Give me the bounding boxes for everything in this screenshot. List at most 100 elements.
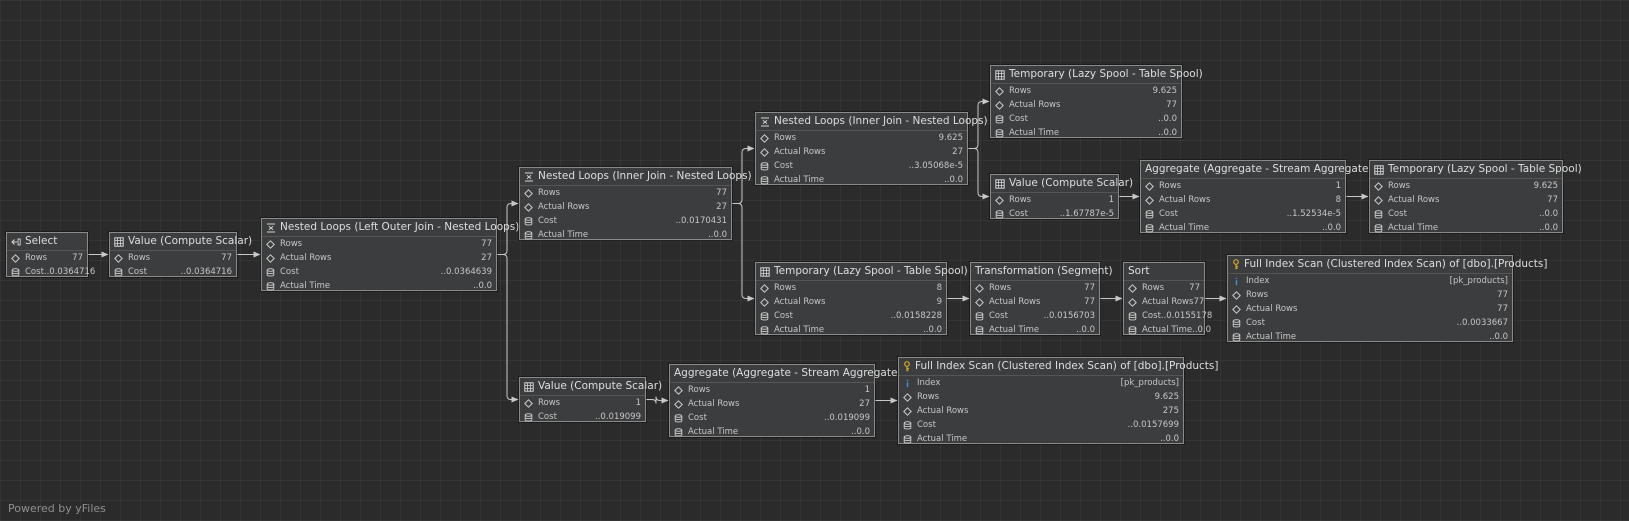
property-value: 9 xyxy=(936,297,942,307)
node-title: Value (Compute Scalar) xyxy=(991,175,1133,193)
property-label: Actual Rows xyxy=(917,406,969,416)
plan-node[interactable]: Aggregate (Aggregate - Stream Aggregate)… xyxy=(1140,160,1373,233)
property-label: Cost xyxy=(1009,114,1028,124)
property-value: 275 xyxy=(1162,406,1179,416)
database-icon xyxy=(266,281,275,291)
key-icon xyxy=(1232,259,1240,270)
diamond-icon xyxy=(1145,181,1154,191)
property-label: Actual Rows xyxy=(989,297,1041,307)
property-label: Actual Time xyxy=(1388,223,1439,233)
node-property-row: Index[pk_products] xyxy=(899,376,1183,390)
property-value: ..0.0 xyxy=(1076,325,1095,335)
property-value: 77 xyxy=(72,253,83,263)
diamond-icon xyxy=(674,399,683,409)
index-icon xyxy=(903,379,912,388)
diamond-icon xyxy=(995,86,1004,96)
property-label: Rows xyxy=(1009,195,1032,205)
property-label: Rows xyxy=(774,133,797,143)
database-icon xyxy=(903,420,912,430)
plan-node[interactable]: Temporary (Lazy Spool - Table Spool)Rows… xyxy=(755,262,968,337)
node-property-row: Cost ..0.0157699 xyxy=(899,418,1183,432)
plan-node[interactable]: Nested Loops (Inner Join - Nested Loops)… xyxy=(755,112,988,187)
diamond-icon xyxy=(1374,181,1383,191)
property-label: Cost xyxy=(1159,209,1178,219)
property-value: 27 xyxy=(716,202,727,212)
plan-node[interactable]: Full Index Scan (Clustered Index Scan) o… xyxy=(1227,255,1547,342)
node-title: Nested Loops (Left Outer Join - Nested L… xyxy=(262,219,519,237)
property-label: Cost xyxy=(25,267,44,277)
property-value: ..0.0157699 xyxy=(1127,420,1179,430)
database-icon xyxy=(975,325,984,335)
database-icon xyxy=(1145,223,1154,233)
property-value: 1 xyxy=(635,398,641,408)
select-icon xyxy=(11,237,21,247)
nested-loops-icon xyxy=(524,172,534,182)
property-label: Actual Time xyxy=(1159,223,1210,233)
property-label: Rows xyxy=(688,385,711,395)
plan-node[interactable]: Nested Loops (Inner Join - Nested Loops)… xyxy=(519,167,752,240)
database-icon xyxy=(760,161,769,171)
node-property-row: Cost..0.019099 xyxy=(520,410,645,424)
node-property-row: Cost..0.0 xyxy=(991,112,1181,126)
property-value: ..0.0033667 xyxy=(1456,318,1508,328)
node-title: Full Index Scan (Clustered Index Scan) o… xyxy=(899,358,1218,376)
property-value: ..0.0 xyxy=(1539,209,1558,219)
property-label: Rows xyxy=(538,398,561,408)
property-label: Rows xyxy=(989,283,1012,293)
database-icon xyxy=(760,325,769,335)
property-label: Actual Time xyxy=(917,434,968,444)
plan-node[interactable]: Full Index Scan (Clustered Index Scan) o… xyxy=(898,357,1218,444)
property-value: ..0.0 xyxy=(1158,128,1177,138)
table-icon xyxy=(114,236,124,247)
plan-node[interactable]: Temporary (Lazy Spool - Table Spool)Rows… xyxy=(990,65,1203,140)
node-property-row: Rows 77 xyxy=(1228,288,1512,302)
plan-node[interactable]: Aggregate (Aggregate - Stream Aggregate)… xyxy=(669,364,902,437)
property-value: ..3.05068e-5 xyxy=(908,161,963,171)
property-value: 77 xyxy=(1497,290,1508,300)
property-value: 77 xyxy=(716,188,727,198)
table-icon xyxy=(995,69,1005,80)
node-property-row: Actual Time..0.0 xyxy=(991,126,1181,140)
property-label: Cost xyxy=(688,413,707,423)
node-title: Aggregate (Aggregate - Stream Aggregate) xyxy=(1141,161,1373,179)
node-title: Value (Compute Scalar) xyxy=(110,233,252,251)
property-label: Actual Time xyxy=(688,427,739,437)
node-title: Nested Loops (Inner Join - Nested Loops) xyxy=(520,168,752,186)
property-label: Actual Time xyxy=(774,175,825,185)
property-label: Actual Time xyxy=(1246,332,1297,342)
property-label: Cost xyxy=(917,420,936,430)
plan-node[interactable]: Nested Loops (Left Outer Join - Nested L… xyxy=(261,218,519,291)
node-title-text: Transformation (Segment) xyxy=(975,265,1113,277)
node-property-row: Cost..0.0033667 xyxy=(1228,316,1512,330)
node-property-row: Actual Time..0.0 xyxy=(756,323,946,337)
property-label: Actual Rows xyxy=(1388,195,1440,205)
plan-node[interactable]: Temporary (Lazy Spool - Table Spool)Rows… xyxy=(1369,160,1582,233)
property-value: 27 xyxy=(952,147,963,157)
node-title-text: Nested Loops (Inner Join - Nested Loops) xyxy=(538,170,752,182)
database-icon xyxy=(11,267,20,277)
property-label: Actual Rows xyxy=(1009,100,1061,110)
property-label: Rows xyxy=(1246,290,1269,300)
database-icon xyxy=(524,412,533,422)
node-property-row: Cost..0.0364639 xyxy=(262,265,496,279)
node-property-row: Cost..0.0170431 xyxy=(520,214,731,228)
property-value: 77 xyxy=(1166,100,1177,110)
index-icon xyxy=(1232,277,1241,286)
node-property-row: Actual Time..0.0 xyxy=(756,173,967,187)
